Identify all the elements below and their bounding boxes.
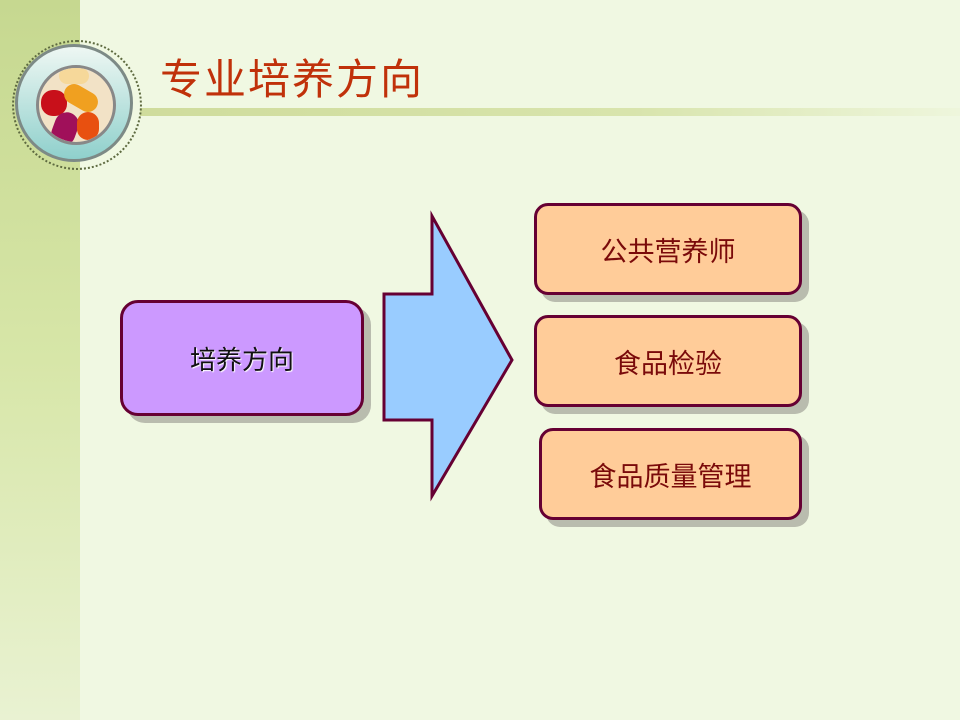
destination-box: 食品检验 [534,315,802,407]
dotted-ring [12,40,142,170]
arrow-icon [382,210,514,502]
destination-label: 公共营养师 [600,236,736,268]
pills-logo [12,40,142,170]
pills-image [36,65,116,145]
slide-title: 专业培养方向 [160,55,425,104]
title-underline [140,108,960,116]
destination-box: 食品质量管理 [539,428,802,520]
destination-label: 食品检验 [614,348,722,380]
destination-box: 公共营养师 [534,203,802,295]
destination-label: 食品质量管理 [589,461,752,493]
source-box: 培养方向 [120,300,364,416]
source-label: 培养方向 [189,345,294,376]
